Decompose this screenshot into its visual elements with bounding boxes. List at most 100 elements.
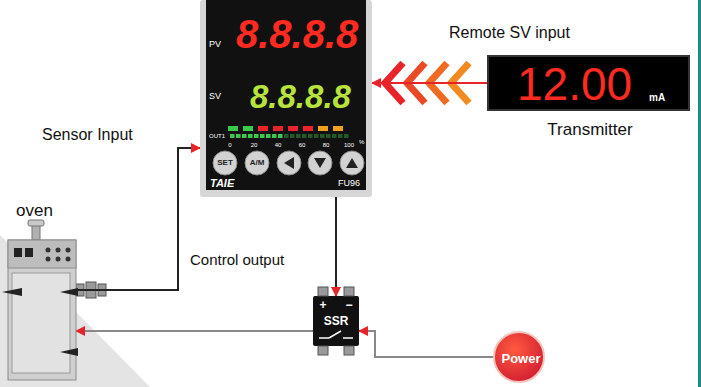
node-text: OUT1 (209, 133, 225, 139)
illustration-part (273, 126, 283, 131)
node-text: FU96 (338, 179, 360, 188)
illustration-part (319, 331, 353, 338)
node-text: 60 (299, 142, 306, 148)
illustration-part (258, 126, 268, 131)
node-text: + (319, 299, 326, 311)
node-text: 0 (228, 142, 231, 148)
illustration-part (318, 126, 328, 131)
node-text: mA (649, 93, 665, 103)
illustration-part (56, 248, 61, 253)
illustration-part (318, 287, 328, 296)
transmitter-display: 12.00mATransmitter (487, 55, 690, 111)
oven: oven (8, 240, 76, 380)
temperature-controller: PV8.8.8.8SV8.8.8.8OUT1020406080100%SETA/… (200, 0, 372, 197)
illustration-part (314, 158, 326, 168)
node-text: PV (209, 40, 221, 49)
node-text: A/M (250, 159, 265, 167)
node-text: % (359, 139, 364, 145)
node-text: 20 (251, 142, 258, 148)
illustration-part (66, 248, 71, 253)
illustration-part (344, 346, 354, 355)
illustration-part (8, 240, 76, 268)
illustration-part (254, 134, 259, 138)
illustration-part (284, 134, 289, 138)
illustration-part (290, 134, 295, 138)
illustration-part (236, 134, 241, 138)
illustration-part (228, 126, 238, 131)
sensor-cable (76, 148, 200, 290)
node-text: oven (16, 202, 53, 219)
illustration-part (296, 134, 301, 138)
signal-arrow (372, 82, 487, 84)
control-wire (335, 197, 337, 296)
ssr-relay: + − SSR (313, 296, 359, 346)
illustration-part (213, 151, 237, 175)
illustration-part (326, 134, 331, 138)
edge-label: Control output (188, 252, 286, 269)
node-text: 40 (275, 142, 282, 148)
illustration-part (272, 134, 277, 138)
illustration-part (260, 134, 265, 138)
node-text: − (345, 299, 352, 311)
node-text: SV (209, 92, 221, 101)
illustration-part (302, 134, 307, 138)
illustration-part (248, 134, 253, 138)
edge-label: Remote SV input (447, 24, 572, 42)
illustration-part (12, 273, 70, 373)
node-text: 80 (323, 142, 330, 148)
illustration-part (60, 288, 78, 296)
illustration-part (318, 346, 328, 355)
illustration-part (266, 134, 271, 138)
node-text: 8.8.8.8 (250, 80, 351, 113)
illustration-part (698, 0, 701, 387)
node-text: Power (501, 352, 540, 365)
illustration-part (278, 134, 283, 138)
illustration-part (329, 331, 341, 338)
illustration-part (0, 235, 150, 387)
illustration-part (230, 134, 235, 138)
illustration-part (333, 126, 343, 131)
illustration-part (277, 151, 301, 175)
node-text: 100 (344, 142, 354, 148)
illustration-part (319, 337, 329, 339)
illustration-part (60, 348, 78, 356)
illustration-part (308, 134, 313, 138)
illustration-part (213, 151, 364, 175)
illustration-part (308, 151, 332, 175)
illustration-part (340, 151, 364, 175)
illustration-part (8, 240, 76, 380)
illustration-part (66, 257, 71, 262)
illustration-part (28, 220, 44, 226)
illustration-part (25, 248, 33, 257)
illustration-part (338, 134, 343, 138)
illustration-part (46, 257, 51, 262)
illustration-part (343, 337, 353, 339)
illustration-part (284, 157, 294, 169)
illustration-part (56, 257, 61, 262)
node-text: 8.8.8.8 (236, 14, 358, 54)
illustration-part (303, 126, 313, 131)
illustration-part (2, 288, 22, 296)
node-text: SET (217, 159, 233, 167)
node-text: Transmitter (547, 121, 632, 138)
edge-label: Sensor Input (40, 126, 135, 144)
illustration-part (243, 126, 253, 131)
illustration-part (206, 0, 366, 190)
illustration-part (14, 248, 22, 257)
illustration-part (242, 134, 247, 138)
node-text: 12.00 (517, 61, 632, 107)
illustration-part (230, 134, 349, 138)
power-source: Power (493, 331, 545, 383)
illustration-part (288, 126, 298, 131)
illustration-part (344, 287, 354, 296)
illustration-part (320, 134, 325, 138)
node-text: TAIE (210, 178, 234, 189)
illustration-part (46, 248, 51, 253)
illustration-part (228, 126, 343, 131)
illustration-part (245, 151, 269, 175)
illustration-part (314, 134, 319, 138)
illustration-part (346, 158, 358, 168)
node-text: SSR (324, 315, 349, 327)
illustration-part (284, 157, 358, 169)
power-wire (76, 330, 313, 332)
